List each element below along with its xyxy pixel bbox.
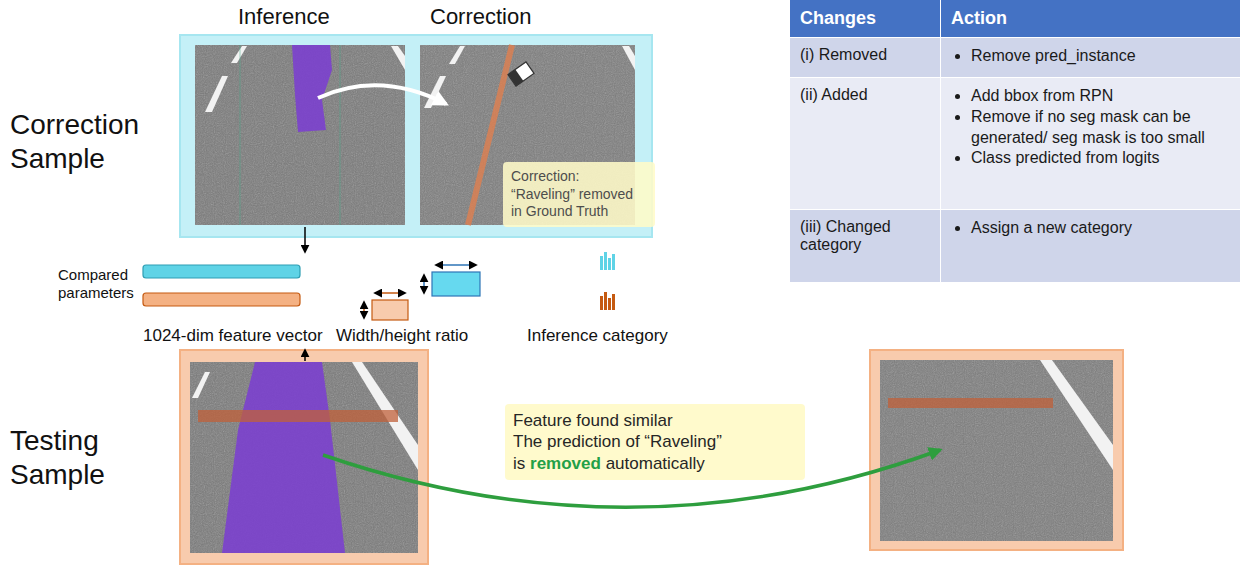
image-heading: Inference — [238, 4, 330, 30]
feature-vector-bar — [143, 265, 300, 278]
ratio-box — [372, 300, 408, 320]
lane-marking — [391, 46, 405, 70]
correction-callout: Correction: “Raveling” removed in Ground… — [503, 162, 655, 227]
height-arrow — [363, 302, 365, 318]
table-header: Action — [951, 8, 1230, 29]
row-heading: Testing Sample — [10, 424, 175, 491]
table-bullet: Add bbox from RPN — [971, 86, 1230, 107]
correction-arrow — [318, 85, 446, 104]
lane-marking — [192, 372, 210, 398]
table-row: (ii) AddedAdd bbox from RPNRemove if no … — [790, 78, 1240, 210]
table-cell: Changes — [790, 0, 940, 37]
table-cell: Assign a new category — [940, 210, 1240, 282]
bar — [604, 252, 607, 270]
bullet-list: Add bbox from RPNRemove if no seg mask c… — [951, 86, 1230, 169]
table-bullet: Remove if no seg mask can be generated/ … — [971, 107, 1230, 149]
ratio-box — [432, 272, 480, 296]
table-bullet: Assign a new category — [971, 218, 1230, 239]
road-photo — [420, 45, 635, 225]
parameter-caption: Inference category — [527, 326, 668, 346]
result-image — [880, 360, 1113, 541]
parameter-label: Compared parameters — [58, 266, 142, 302]
lane-marking — [449, 46, 465, 64]
crack-mask — [888, 398, 1053, 408]
result-panel — [870, 350, 1123, 550]
feature-arrow — [304, 227, 306, 252]
lane-marking — [205, 76, 228, 112]
parameter-caption: 1024-dim feature vector — [143, 326, 323, 346]
ratio-icon — [364, 265, 480, 320]
height-arrow — [423, 275, 425, 293]
width-arrow — [436, 264, 476, 266]
table-bullet: Remove pred_instance — [971, 46, 1230, 67]
callout-text: Feature found similar — [513, 410, 797, 431]
image-heading: Correction — [430, 4, 531, 30]
inference-image — [195, 45, 405, 225]
bar — [600, 256, 603, 270]
road-photo — [190, 362, 418, 553]
callout-text: Correction: “Raveling” removed in Ground… — [511, 168, 633, 219]
bar — [608, 298, 611, 310]
road-texture — [420, 45, 635, 225]
testing-image — [190, 362, 418, 553]
callout-text: removed — [530, 454, 601, 473]
table-cell: (ii) Added — [790, 78, 940, 209]
road-photo — [880, 360, 1113, 541]
lane-marking — [1040, 360, 1113, 470]
bullet-list: Remove pred_instance — [951, 46, 1230, 67]
testing-panel — [180, 350, 428, 564]
table-row: Changes Action — [790, 0, 1240, 38]
bar — [604, 292, 607, 310]
table-bullet: Class predicted from logits — [971, 148, 1230, 169]
row-heading: Correction Sample — [10, 108, 175, 175]
width-arrow — [375, 292, 405, 294]
result-callout: Feature found similarThe prediction of “… — [505, 404, 805, 480]
crack-mask — [198, 410, 398, 422]
table-cell: Remove pred_instance — [940, 38, 1240, 77]
road-photo — [195, 45, 405, 225]
guide-line — [340, 45, 341, 225]
bar — [608, 258, 611, 270]
road-texture — [190, 362, 418, 553]
eraser-tip — [508, 69, 523, 86]
guide-line — [240, 45, 241, 225]
raveling-mask — [292, 45, 332, 132]
bullet-list: Assign a new category — [951, 218, 1230, 239]
callout-text: is — [513, 454, 525, 473]
table-cell: (i) Removed — [790, 38, 940, 77]
feature-arrow — [304, 350, 306, 361]
bar — [612, 254, 615, 270]
table-cell: Add bbox from RPNRemove if no seg mask c… — [940, 78, 1240, 209]
table-row: (i) Removed Remove pred_instance — [790, 38, 1240, 78]
callout-text: automatically — [606, 454, 705, 473]
feature-vector-bar — [143, 293, 300, 306]
eraser-icon — [508, 62, 534, 86]
correction-panel — [180, 35, 652, 237]
callout-text: The prediction of “Raveling” — [513, 431, 797, 452]
bar — [612, 294, 615, 310]
parameter-caption: Width/height ratio — [336, 326, 468, 346]
table-cell: (iii) Changed category — [790, 210, 940, 282]
category-icon — [600, 252, 615, 310]
lane-marking — [231, 46, 247, 63]
road-texture — [195, 45, 405, 225]
lane-marking — [622, 46, 635, 70]
table-cell: Action — [940, 0, 1240, 37]
road-texture — [880, 360, 1113, 541]
table-row: (iii) Changed category Assign a new categ… — [790, 210, 1240, 283]
changes-table: Changes Action (i) Removed Remove pred_inst… — [790, 0, 1240, 283]
eraser-body — [508, 62, 534, 86]
bar — [600, 296, 603, 310]
correction-image — [420, 45, 635, 225]
